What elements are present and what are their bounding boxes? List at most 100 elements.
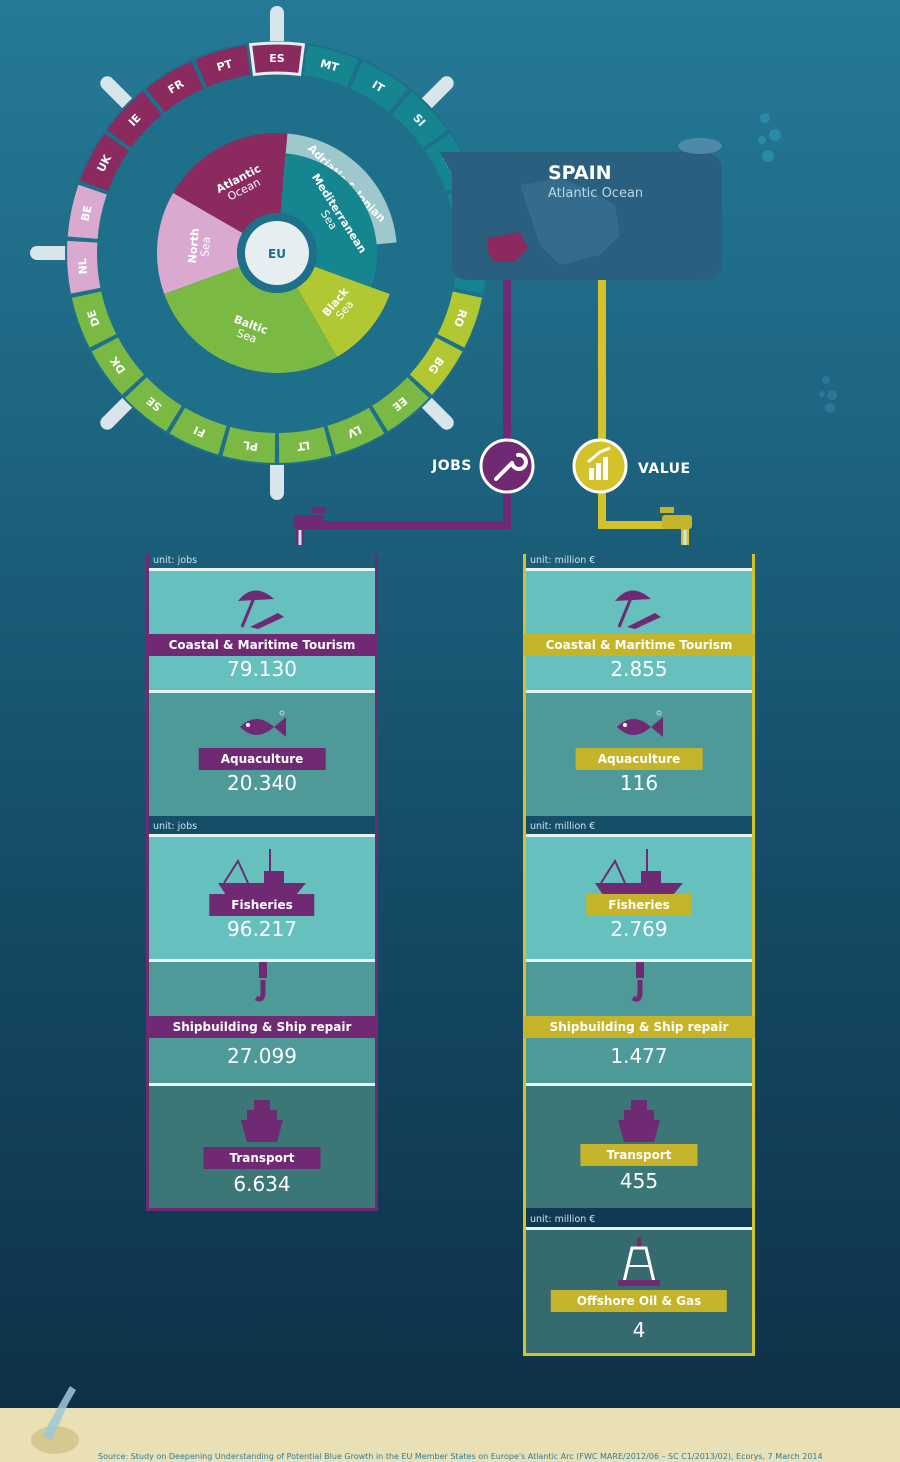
jobs-tourism-panel: Coastal & Maritime Tourism 79.130 xyxy=(146,571,378,690)
value-tourism-value: 2.855 xyxy=(610,657,668,681)
country-label: DE xyxy=(85,308,103,328)
source-note: Source: Study on Deepening Understanding… xyxy=(98,1452,823,1461)
jobs-aquaculture-panel: Aquaculture 20.340 xyxy=(149,693,375,816)
country-segment-fr xyxy=(146,61,204,113)
eu-label: EU xyxy=(268,247,286,261)
country-segment-mt xyxy=(303,45,359,88)
jobs-aquaculture-value: 20.340 xyxy=(227,771,297,795)
sea-segment-north xyxy=(157,193,243,295)
jobs-shipbuilding-label: Shipbuilding & Ship repair xyxy=(146,1016,378,1038)
value-aquaculture-panel: Aquaculture 116 xyxy=(526,693,752,816)
jobs-column: unit: jobs Coastal & Maritime Tourism 79… xyxy=(146,554,378,1211)
oil-rig-icon xyxy=(618,1238,660,1286)
jobs-tourism-label: Coastal & Maritime Tourism xyxy=(146,634,378,656)
value-tourism-label: Coastal & Maritime Tourism xyxy=(523,634,755,656)
country-segment-nl xyxy=(67,240,101,294)
value-label: VALUE xyxy=(638,461,691,477)
value-offshore-panel: Offshore Oil & Gas 4 xyxy=(526,1230,752,1353)
crane-hook-icon xyxy=(631,962,644,1002)
ship-icon xyxy=(241,1100,283,1142)
country-label: MT xyxy=(319,57,341,75)
country-segment-lv xyxy=(327,407,385,455)
country-label: PT xyxy=(215,57,234,74)
jobs-unit: unit: jobs xyxy=(153,555,198,566)
jobs-unit-2: unit: jobs xyxy=(153,821,198,832)
banner-title: SPAIN xyxy=(548,162,612,184)
value-shipbuilding-value: 1.477 xyxy=(610,1044,668,1068)
country-segment-pl xyxy=(222,426,276,463)
jobs-transport-label: Transport xyxy=(203,1147,321,1169)
country-segment-dk xyxy=(91,337,145,395)
country-segment-bg xyxy=(409,337,463,395)
country-segment-ro xyxy=(437,291,483,348)
sand-floor xyxy=(0,1408,900,1462)
country-segment-si xyxy=(392,91,448,148)
country-label: BE xyxy=(79,204,95,222)
value-fisheries-label: Fisheries xyxy=(586,894,692,916)
jobs-shipbuilding-panel: Shipbuilding & Ship repair 27.099 xyxy=(146,962,378,1083)
ship-icon xyxy=(618,1100,660,1142)
country-segment-uk xyxy=(79,133,129,191)
fish-icon xyxy=(240,710,286,737)
value-tourism-panel: Coastal & Maritime Tourism 2.855 xyxy=(523,571,755,690)
value-column: unit: million € Coastal & Maritime Touri… xyxy=(523,554,755,1356)
value-fisheries-value: 2.769 xyxy=(610,917,668,941)
country-segment-ie xyxy=(106,91,162,148)
country-label: ES xyxy=(269,52,285,65)
fishing-boat-icon xyxy=(595,849,683,895)
value-aquaculture-label: Aquaculture xyxy=(575,748,703,770)
value-pipe xyxy=(598,272,689,545)
jobs-fisheries-value: 96.217 xyxy=(227,917,297,941)
country-segment-lt xyxy=(278,426,332,463)
country-label: PL xyxy=(242,438,259,453)
country-segment-be xyxy=(67,184,107,239)
jobs-transport-panel: Transport 6.634 xyxy=(149,1086,375,1208)
value-unit-3: unit: million € xyxy=(530,1214,596,1225)
sea-segment-black xyxy=(297,266,390,357)
sea-label-north: NorthSea xyxy=(186,228,214,265)
jobs-transport-value: 6.634 xyxy=(233,1172,291,1196)
jobs-label: JOBS xyxy=(432,458,472,474)
value-fisheries-panel: Fisheries 2.769 xyxy=(526,837,752,959)
sea-segment-atlantic xyxy=(173,133,288,233)
value-shipbuilding-panel: Shipbuilding & Ship repair 1.477 xyxy=(523,962,755,1083)
sea-segment-mediterranean xyxy=(280,153,378,288)
crane-hook-icon xyxy=(254,962,267,1002)
jobs-aquaculture-label: Aquaculture xyxy=(198,748,326,770)
beach-umbrella-icon xyxy=(238,590,284,629)
value-shipbuilding-label: Shipbuilding & Ship repair xyxy=(523,1016,755,1038)
banner-subtitle: Atlantic Ocean xyxy=(548,186,644,201)
value-transport-value: 455 xyxy=(619,1169,659,1193)
jobs-tourism-value: 79.130 xyxy=(227,657,297,681)
country-segment-pt xyxy=(195,45,251,88)
country-label: FI xyxy=(192,423,208,440)
spain-map-icon xyxy=(487,232,528,262)
jobs-tap-icon xyxy=(294,515,324,529)
value-aquaculture-value: 116 xyxy=(619,771,659,795)
country-segment-it xyxy=(350,61,408,113)
sea-segment-baltic xyxy=(164,266,337,373)
eu-hub-icon xyxy=(245,221,309,285)
beach-umbrella-icon xyxy=(615,590,661,629)
value-offshore-label: Offshore Oil & Gas xyxy=(550,1290,728,1312)
country-label: RO xyxy=(451,308,469,329)
value-transport-label: Transport xyxy=(580,1144,698,1166)
country-segment-es xyxy=(250,42,304,75)
europe-map-icon xyxy=(520,178,620,265)
jobs-fisheries-panel: Fisheries 96.217 xyxy=(149,837,375,959)
country-label: LV xyxy=(345,423,363,441)
value-unit-2: unit: million € xyxy=(530,821,596,832)
selected-country-highlight xyxy=(248,41,306,77)
fishing-boat-icon xyxy=(218,849,306,895)
country-segment-fi xyxy=(169,407,227,455)
country-segment-de xyxy=(71,291,117,348)
value-unit: unit: million € xyxy=(530,555,596,566)
value-tap-icon xyxy=(662,515,692,529)
country-label: LT xyxy=(296,438,311,453)
jobs-shipbuilding-value: 27.099 xyxy=(227,1044,297,1068)
country-segment-se xyxy=(125,377,182,432)
jobs-fisheries-label: Fisheries xyxy=(209,894,315,916)
country-label: NL xyxy=(76,258,90,275)
fish-icon xyxy=(617,710,663,737)
